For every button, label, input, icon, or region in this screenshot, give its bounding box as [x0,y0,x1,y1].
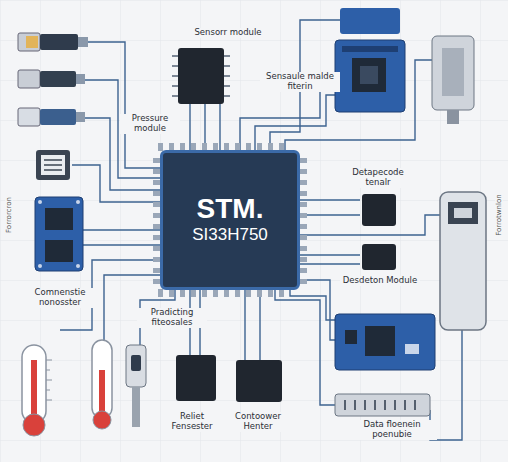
module-label: Sensaule malde fiterin [260,72,340,92]
chip-part-number: SI33H750 [192,225,268,245]
chip-pin [299,279,307,284]
module-label: Reliet Fensester [162,412,222,432]
module-label: Pressure module [120,114,180,134]
display-module [36,150,70,180]
chip-pin [180,289,185,297]
chip-pin [299,169,307,174]
chip-pin [257,289,262,297]
chip-pin [299,202,307,207]
module-label: Comnenstie nonosster [24,288,96,308]
chip-brand: STM. [197,194,264,225]
wires [60,20,462,440]
chip-pin [299,224,307,229]
pcb-module [35,197,83,271]
chip-pin [268,289,273,297]
chip-pin [213,289,218,297]
chip-pin [224,289,229,297]
usb-stick [18,108,85,126]
module-label: Contoower Henter [223,412,293,432]
chip-pin [158,289,163,297]
module-label: Pradicting fiteosales [137,308,207,328]
chip-pin [202,289,207,297]
chip-pin [191,289,196,297]
module-label: Sensorr module [183,28,273,38]
usb-stick [18,33,88,51]
pcb-module [335,8,405,112]
ic-chip [362,194,396,270]
chip-pin [299,268,307,273]
module-label: Detapecode tenalr [338,168,418,188]
chip-pin [299,191,307,196]
thermometer [92,340,112,429]
connector-block [432,36,474,124]
sensor-probe [126,345,146,427]
chip-pin [299,235,307,240]
chip-pin [299,180,307,185]
usb-stick [18,70,85,88]
thermometer [22,345,52,436]
chip-pin [299,246,307,251]
chip-pin [299,257,307,262]
data-connector-strip [335,394,430,416]
sensor-chip [172,48,230,104]
chip-pins [153,143,307,297]
side-note: Forrotwnlon [495,192,503,237]
module-label: Data floenein poenubie [347,420,437,440]
chip-pin [299,158,307,163]
module-label: Desdeton Module [340,276,420,286]
chip-pin [169,289,174,297]
pcb-module [335,314,435,370]
chip-pin [299,213,307,218]
side-note: Forrorcron [5,195,13,235]
usb-connector [440,192,486,330]
ic-chip [176,355,282,402]
chip-pin [279,289,284,297]
chip-pin [235,289,240,297]
chip-pin [246,289,251,297]
mcu-chip: STM.SI33H750 [160,150,300,290]
